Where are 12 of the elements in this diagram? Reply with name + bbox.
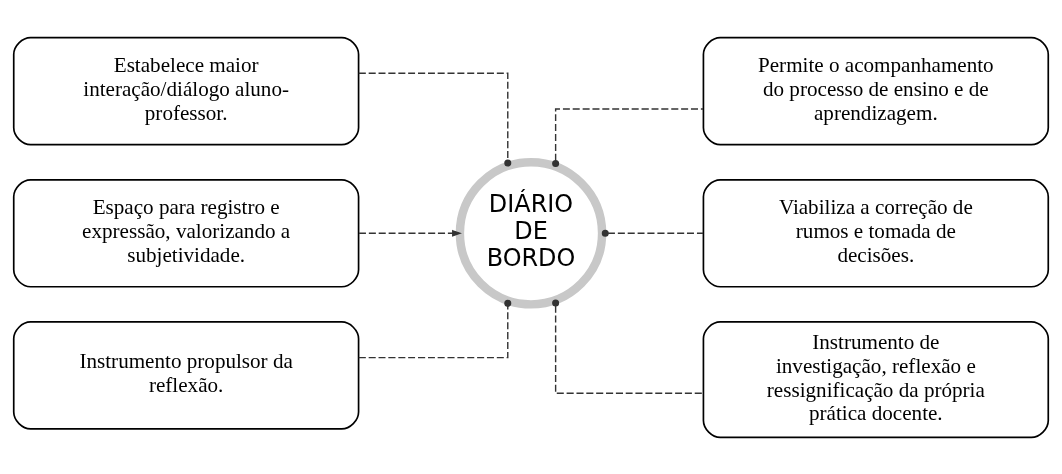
- connector: [601, 229, 704, 237]
- node-box: Viabiliza a correção de rumos e tomada de decisões.: [702, 178, 1050, 288]
- arrow: [358, 229, 462, 237]
- connector: [358, 299, 512, 358]
- node-box: Estabelece maior interação/diálogo aluno-professor.: [12, 36, 360, 145]
- connector: [552, 299, 704, 394]
- node-box: Instrumento propulsor da reflexão.: [12, 320, 360, 430]
- connector: [358, 72, 512, 167]
- connector: [552, 107, 704, 167]
- node-box: Espaço para registro e expressão, valorizando a subjetividade.: [12, 178, 360, 288]
- node-box: Permite o acompanhamento do processo de ensino e de aprendizagem.: [702, 36, 1050, 145]
- node-box: Instrumento de investigação, reflexão e ressignificação da própria prática docente.: [702, 320, 1050, 438]
